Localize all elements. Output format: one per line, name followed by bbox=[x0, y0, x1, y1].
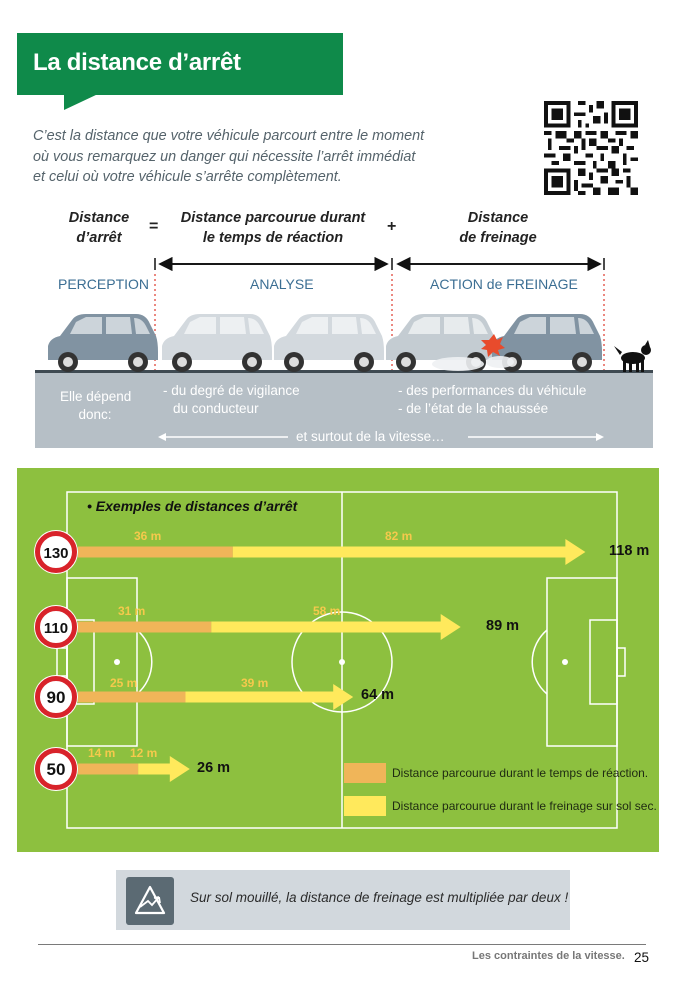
phase-action: ACTION de FREINAGE bbox=[430, 276, 578, 292]
intro-line: où vous remarquez un danger qui nécessit… bbox=[33, 148, 416, 165]
reaction-bar bbox=[78, 763, 139, 775]
title-banner: La distance d’arrêt bbox=[17, 33, 343, 95]
dog-icon bbox=[614, 340, 651, 372]
speed-limit-sign-130: 130 bbox=[34, 530, 78, 574]
football-field bbox=[17, 468, 659, 852]
reaction-label-110: 31 m bbox=[118, 604, 146, 618]
braking-arrow bbox=[232, 539, 586, 565]
braking-label-90: 39 m bbox=[241, 676, 269, 690]
phase-perception: PERCEPTION bbox=[58, 276, 150, 292]
cars-illustration bbox=[48, 314, 651, 372]
title-banner-tail bbox=[64, 94, 98, 110]
braking-arrow bbox=[211, 614, 461, 640]
road-edge bbox=[35, 370, 653, 373]
braking-factors: - des performances du véhicule - de l’ét… bbox=[398, 382, 586, 418]
intro-line: et celui où votre véhicule s’arrête comp… bbox=[33, 169, 342, 185]
speed-label: et surtout de la vitesse… bbox=[296, 429, 445, 444]
speed-limit-value: 130 bbox=[43, 545, 68, 562]
speed-limit-sign-90: 90 bbox=[34, 675, 78, 719]
braking-label-110: 58 m bbox=[313, 604, 341, 618]
braking-arrow bbox=[138, 756, 190, 782]
braking-arrow bbox=[185, 684, 354, 710]
road-depend-label: Elle dépend donc: bbox=[60, 388, 132, 424]
plus-sign: + bbox=[387, 218, 397, 235]
formula-reaction-distance: Distance parcourue durant le temps de ré… bbox=[175, 208, 371, 248]
page-title: La distance d’arrêt bbox=[33, 49, 241, 76]
formula-label: Distance bbox=[68, 210, 130, 226]
road-text-line: - de l’état de la chaussée bbox=[398, 401, 549, 416]
speed-limit-value: 110 bbox=[44, 620, 68, 637]
speed-limit-value: 90 bbox=[47, 688, 66, 707]
formula-braking-distance: Distance de freinage bbox=[448, 208, 548, 248]
field-markings bbox=[56, 491, 626, 829]
reaction-bar bbox=[78, 546, 233, 558]
speed-limit-value: 50 bbox=[47, 760, 66, 779]
reaction-bar bbox=[78, 691, 186, 703]
qr-code[interactable] bbox=[544, 101, 638, 195]
formula-label: le temps de réaction bbox=[202, 230, 344, 246]
speed-arrow bbox=[158, 433, 604, 441]
footer-section-title: Les contraintes de la vitesse. bbox=[472, 950, 625, 962]
warning-triangle-icon bbox=[126, 877, 174, 925]
formula-stopping-distance: Distance d’arrêt bbox=[59, 208, 139, 248]
intro-line: C’est la distance que votre véhicule par… bbox=[33, 128, 425, 144]
phase-analyse: ANALYSE bbox=[250, 276, 314, 292]
intro-paragraph: C’est la distance que votre véhicule par… bbox=[33, 126, 463, 188]
reaction-bar bbox=[78, 621, 212, 633]
formula-label: d’arrêt bbox=[76, 230, 122, 246]
road-text-line: Elle dépend bbox=[60, 389, 132, 404]
road-text-line: - du degré de vigilance bbox=[163, 383, 300, 398]
braking-label-50: 12 m bbox=[130, 746, 158, 760]
wet-road-note: Sur sol mouillé, la distance de freinage… bbox=[116, 870, 570, 930]
legend-swatch-reaction bbox=[344, 763, 386, 783]
equals-sign: = bbox=[149, 218, 159, 235]
legend-swatch-braking bbox=[344, 796, 386, 816]
braking-label-130: 82 m bbox=[385, 529, 413, 543]
reaction-label-130: 36 m bbox=[134, 529, 162, 543]
reaction-label-90: 25 m bbox=[110, 676, 138, 690]
total-label-50: 26 m bbox=[197, 760, 231, 776]
total-label-130: 118 m bbox=[609, 543, 650, 559]
formula-label: de freinage bbox=[459, 230, 537, 246]
total-label-110: 89 m bbox=[486, 618, 520, 634]
road-text-line: du conducteur bbox=[173, 401, 259, 416]
road-text-line: - des performances du véhicule bbox=[398, 383, 587, 398]
speed-limit-sign-50: 50 bbox=[34, 747, 78, 791]
reaction-label-50: 14 m bbox=[88, 746, 116, 760]
legend-reaction: Distance parcourue durant le temps de ré… bbox=[392, 766, 649, 780]
speed-limit-sign-110: 110 bbox=[34, 605, 78, 649]
examples-heading: • Exemples de distances d’arrêt bbox=[87, 498, 298, 514]
note-text: Sur sol mouillé, la distance de freinage… bbox=[190, 890, 569, 905]
formula-label: Distance bbox=[467, 210, 529, 226]
total-label-90: 64 m bbox=[361, 687, 395, 703]
footer-rule bbox=[38, 944, 646, 945]
road-text-line: donc: bbox=[78, 407, 112, 422]
formula-label: Distance parcourue durant bbox=[180, 210, 366, 226]
reaction-factors: - du degré de vigilance du conducteur bbox=[163, 382, 300, 418]
road-band bbox=[35, 372, 653, 448]
legend-braking: Distance parcourue durant le freinage su… bbox=[392, 799, 657, 813]
page-number: 25 bbox=[634, 950, 650, 965]
